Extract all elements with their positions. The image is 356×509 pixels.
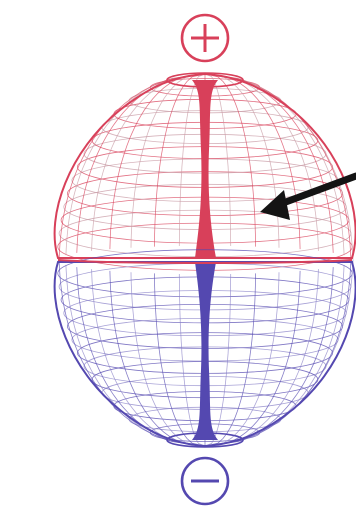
mesh-meridian-line (77, 74, 205, 253)
mesh-meridian-line (205, 74, 353, 260)
negative-sign-icon (182, 458, 228, 504)
mesh-meridian-line (92, 74, 205, 251)
positive-lobe (55, 73, 356, 270)
mesh-meridian-line (77, 267, 205, 446)
mesh-meridian-line (92, 269, 205, 446)
mesh-meridian-line (66, 74, 205, 255)
mesh-meridian-line (66, 265, 205, 446)
positive-sign-icon (182, 15, 228, 61)
negative-lobe-axis (192, 262, 218, 440)
mesh-meridian-line (205, 263, 351, 447)
negative-lobe (55, 250, 356, 447)
mesh-meridian-line (205, 265, 344, 446)
pointer-arrow-icon (260, 176, 356, 220)
mesh-meridian-line (205, 260, 353, 446)
mesh-meridian-line (205, 74, 333, 253)
mesh-meridian-line (205, 74, 344, 255)
mesh-meridian-line (205, 74, 351, 258)
mesh-meridian-line (205, 269, 318, 446)
positive-lobe-axis (192, 80, 218, 258)
mesh-meridian-line (205, 267, 333, 446)
arrow-head (260, 190, 290, 220)
mesh-meridian-line (205, 74, 318, 251)
